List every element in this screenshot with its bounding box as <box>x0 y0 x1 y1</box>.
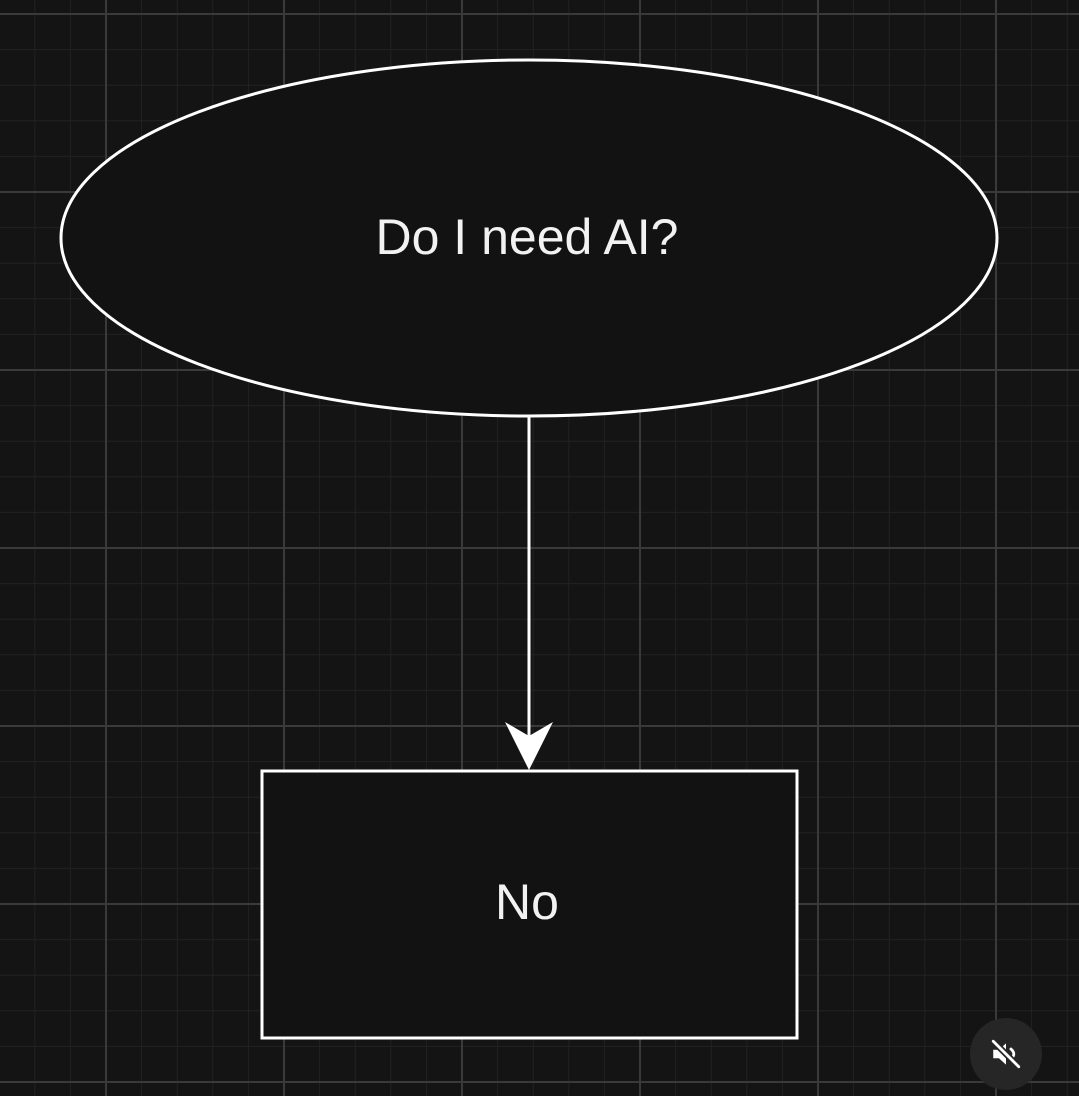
node-answer[interactable]: No <box>260 769 799 1040</box>
arrowhead <box>505 722 553 770</box>
node-answer-label: No <box>495 874 559 930</box>
node-question-shape <box>59 58 999 418</box>
speaker-muted-icon <box>990 1038 1022 1070</box>
edge-question-to-answer <box>505 416 553 770</box>
node-question[interactable]: Do I need AI? <box>59 58 999 418</box>
node-answer-shape <box>260 769 799 1040</box>
node-question-label: Do I need AI? <box>375 209 678 265</box>
mute-button[interactable] <box>970 1018 1042 1090</box>
